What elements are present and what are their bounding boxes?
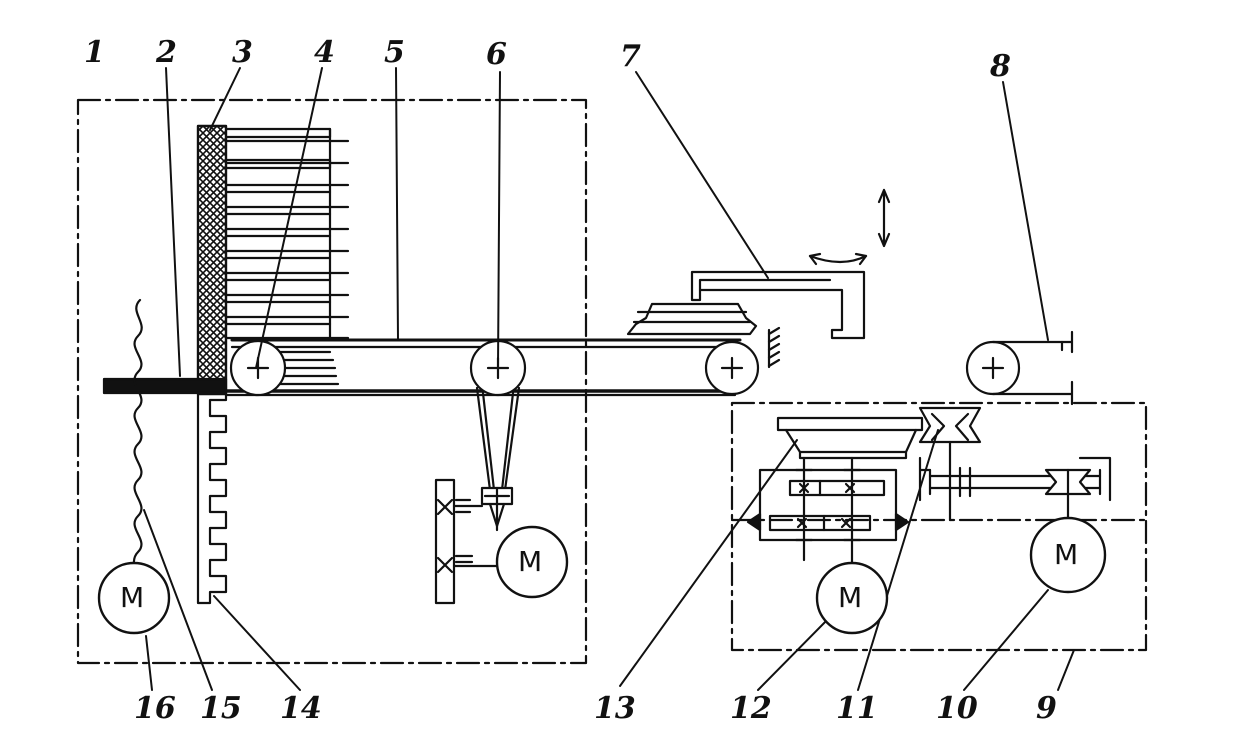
label-8: 8 [990,49,1011,84]
label-14: 14 [280,691,322,726]
pulley-right [704,340,760,396]
stacked-trays [224,127,350,342]
label-10: 10 [936,691,978,726]
stack-column [196,124,228,396]
motor-12-symbol: M [838,581,863,614]
motor-10 [1029,516,1107,594]
label-6: 6 [486,37,507,72]
motor-16-symbol: M [120,581,145,614]
base-bar [102,377,228,395]
motor-belt [495,525,569,599]
label-16: 16 [134,691,176,726]
label-1: 1 [84,35,105,70]
left-housing-outline [76,98,588,665]
label-12: 12 [730,691,772,726]
lead-screw [132,298,143,582]
label-3: 3 [232,35,253,70]
label-2: 2 [156,35,177,70]
motor-10-symbol: M [1054,538,1079,571]
turntable [776,416,924,460]
transfer-carriage [626,270,866,340]
label-9: 9 [1036,691,1057,726]
motor-belt-symbol: M [518,545,543,578]
motor-12 [815,561,889,635]
label-15: 15 [200,691,242,726]
label-5: 5 [384,35,405,70]
left-gear-stack [434,478,456,605]
leader-lines [143,67,1075,691]
right-housing-outline [730,401,1148,652]
motor-16 [97,561,171,635]
drive-shaft [918,456,1112,522]
label-13: 13 [594,691,636,726]
label-11: 11 [836,691,878,726]
reduction-gears [746,456,910,582]
pulley-4 [229,339,287,397]
pulley-8 [965,340,1021,396]
label-7: 7 [620,39,641,74]
pulley-4-symbol: + [248,352,266,374]
rack [196,392,228,605]
v-roller-11 [918,406,982,444]
label-4: 4 [314,35,335,70]
